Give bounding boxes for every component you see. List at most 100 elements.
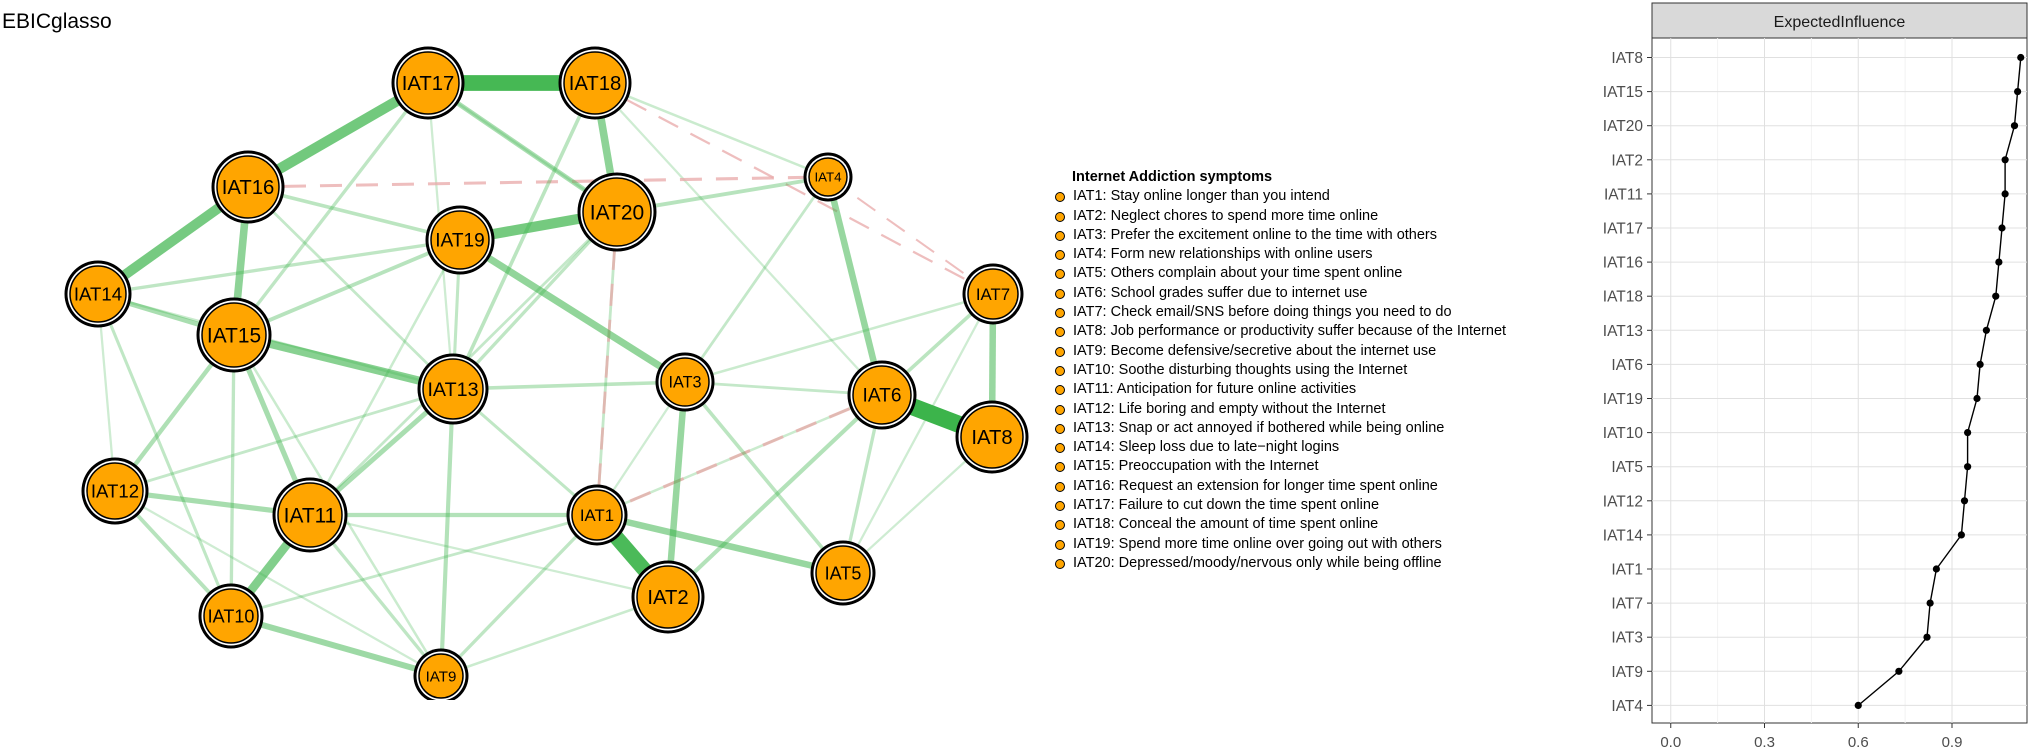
legend-item: IAT19: Spend more time online over going… bbox=[1055, 535, 1506, 554]
positive-edge bbox=[97, 238, 461, 296]
legend-item: IAT17: Failure to cut down the time spen… bbox=[1055, 496, 1506, 515]
positive-edge bbox=[96, 293, 233, 617]
legend-dot-icon bbox=[1055, 327, 1065, 338]
node-body bbox=[69, 265, 127, 323]
legend-item: IAT10: Soothe disturbing thoughts using … bbox=[1055, 361, 1506, 380]
node-body bbox=[636, 565, 700, 629]
node-label: IAT19 bbox=[435, 231, 485, 252]
panel-strip-label: ExpectedInfluence bbox=[1774, 14, 1906, 31]
legend-item-label: IAT20: Depressed/moody/nervous only whil… bbox=[1073, 554, 1442, 571]
legend-item: IAT8: Job performance or productivity su… bbox=[1055, 322, 1506, 341]
positive-edge bbox=[114, 387, 454, 493]
node-label: IAT10 bbox=[208, 606, 255, 626]
node-body bbox=[815, 545, 871, 601]
legend: Internet Addiction symptoms IAT1: Stay o… bbox=[1055, 168, 1506, 573]
node-body bbox=[201, 302, 267, 368]
series-points bbox=[1854, 53, 2025, 710]
y-tick-label: IAT5 bbox=[1611, 459, 1643, 476]
y-tick-label: IAT20 bbox=[1603, 118, 1644, 135]
y-tick-label: IAT13 bbox=[1603, 323, 1643, 340]
network-node: IAT20 bbox=[577, 172, 657, 252]
legend-dot-icon bbox=[1055, 230, 1065, 241]
legend-item-label: IAT15: Preoccupation with the Internet bbox=[1073, 458, 1319, 475]
legend-dot-icon bbox=[1055, 288, 1065, 299]
legend-dot-icon bbox=[1055, 520, 1065, 531]
positive-edge bbox=[666, 393, 884, 599]
node-label: IAT12 bbox=[91, 480, 139, 501]
data-point bbox=[1895, 667, 1903, 675]
data-point bbox=[1854, 701, 1862, 710]
y-tick-label: IAT17 bbox=[1603, 221, 1643, 238]
legend-item-label: IAT6: School grades suffer due to intern… bbox=[1073, 284, 1368, 301]
legend-item-label: IAT16: Request an extension for longer t… bbox=[1073, 477, 1438, 494]
positive-edge bbox=[842, 293, 994, 574]
legend-item: IAT13: Snap or act annoyed if bothered w… bbox=[1055, 419, 1506, 438]
gridlines bbox=[1652, 38, 2027, 723]
y-tick-label: IAT1 bbox=[1611, 562, 1643, 579]
positive-edge bbox=[684, 292, 994, 384]
data-point bbox=[1998, 224, 2006, 232]
node-label: IAT14 bbox=[74, 283, 122, 304]
network-node: IAT15 bbox=[196, 297, 272, 373]
node-body bbox=[563, 51, 627, 115]
data-point bbox=[1973, 394, 1981, 403]
data-point bbox=[1932, 565, 1940, 573]
legend-dot-icon bbox=[1055, 539, 1065, 550]
positive-edge bbox=[458, 237, 687, 385]
network-node: IAT3 bbox=[655, 352, 715, 412]
node-body bbox=[396, 51, 460, 115]
data-point bbox=[2001, 156, 2009, 164]
legend-item-label: IAT10: Soothe disturbing thoughts using … bbox=[1073, 361, 1408, 378]
legend-item: IAT9: Become defensive/secretive about t… bbox=[1055, 342, 1506, 361]
legend-item: IAT14: Sleep loss due to late−night logi… bbox=[1055, 438, 1506, 457]
positive-edge bbox=[683, 380, 845, 575]
node-body bbox=[216, 155, 280, 219]
node-body bbox=[422, 358, 484, 420]
data-point bbox=[2010, 122, 2019, 130]
negative-edge bbox=[596, 393, 883, 517]
legend-item: IAT6: School grades suffer due to intern… bbox=[1055, 284, 1506, 303]
legend-dot-icon bbox=[1055, 211, 1065, 222]
network-node: IAT14 bbox=[64, 260, 132, 328]
legend-dot-icon bbox=[1055, 365, 1065, 376]
x-tick-label: 0.9 bbox=[1942, 734, 1963, 751]
positive-edge bbox=[440, 595, 669, 678]
legend-dot-icon bbox=[1055, 481, 1065, 492]
network-node: IAT19 bbox=[425, 205, 495, 275]
network-node: IAT7 bbox=[962, 263, 1024, 325]
legend-item: IAT4: Form new relationships with online… bbox=[1055, 245, 1506, 264]
network-node: IAT5 bbox=[810, 540, 876, 606]
legend-item: IAT1: Stay online longer than you intend bbox=[1055, 187, 1506, 206]
positive-edge bbox=[247, 186, 454, 390]
legend-item-label: IAT8: Job performance or productivity su… bbox=[1073, 323, 1507, 340]
negative-edge bbox=[247, 175, 829, 189]
legend-item-label: IAT11: Anticipation for future online ac… bbox=[1073, 381, 1357, 398]
node-label: IAT16 bbox=[222, 177, 275, 199]
legend-item: IAT11: Anticipation for future online ac… bbox=[1055, 380, 1506, 399]
y-tick-label: IAT3 bbox=[1611, 630, 1643, 647]
positive-edge bbox=[114, 490, 442, 677]
positive-edge bbox=[439, 513, 599, 678]
legend-dot-icon bbox=[1055, 250, 1065, 261]
legend-item: IAT18: Conceal the amount of time spent … bbox=[1055, 515, 1506, 534]
node-body bbox=[571, 489, 623, 541]
node-label: IAT9 bbox=[426, 668, 457, 685]
legend-item: IAT7: Check email/SNS before doing thing… bbox=[1055, 303, 1506, 322]
y-tick-label: IAT10 bbox=[1603, 425, 1644, 442]
node-label: IAT8 bbox=[971, 427, 1012, 449]
node-label: IAT11 bbox=[284, 504, 337, 527]
data-point bbox=[1995, 258, 2003, 266]
legend-dot-icon bbox=[1055, 385, 1065, 396]
legend-dot-icon bbox=[1055, 269, 1065, 280]
legend-title: Internet Addiction symptoms bbox=[1072, 169, 1273, 185]
legend-item: IAT16: Request an extension for longer t… bbox=[1055, 477, 1506, 496]
y-tick-label: IAT4 bbox=[1611, 698, 1643, 715]
legend-dot-icon bbox=[1055, 501, 1065, 512]
legend-item-label: IAT14: Sleep loss due to late−night logi… bbox=[1073, 439, 1340, 456]
positive-edge bbox=[230, 513, 598, 618]
positive-edge bbox=[229, 334, 236, 617]
positive-edge bbox=[594, 82, 883, 396]
node-label: IAT20 bbox=[590, 201, 644, 224]
data-point bbox=[2014, 88, 2022, 96]
network-graph: IAT1IAT2IAT3IAT4IAT5IAT6IAT7IAT8IAT9IAT1… bbox=[64, 46, 1029, 700]
